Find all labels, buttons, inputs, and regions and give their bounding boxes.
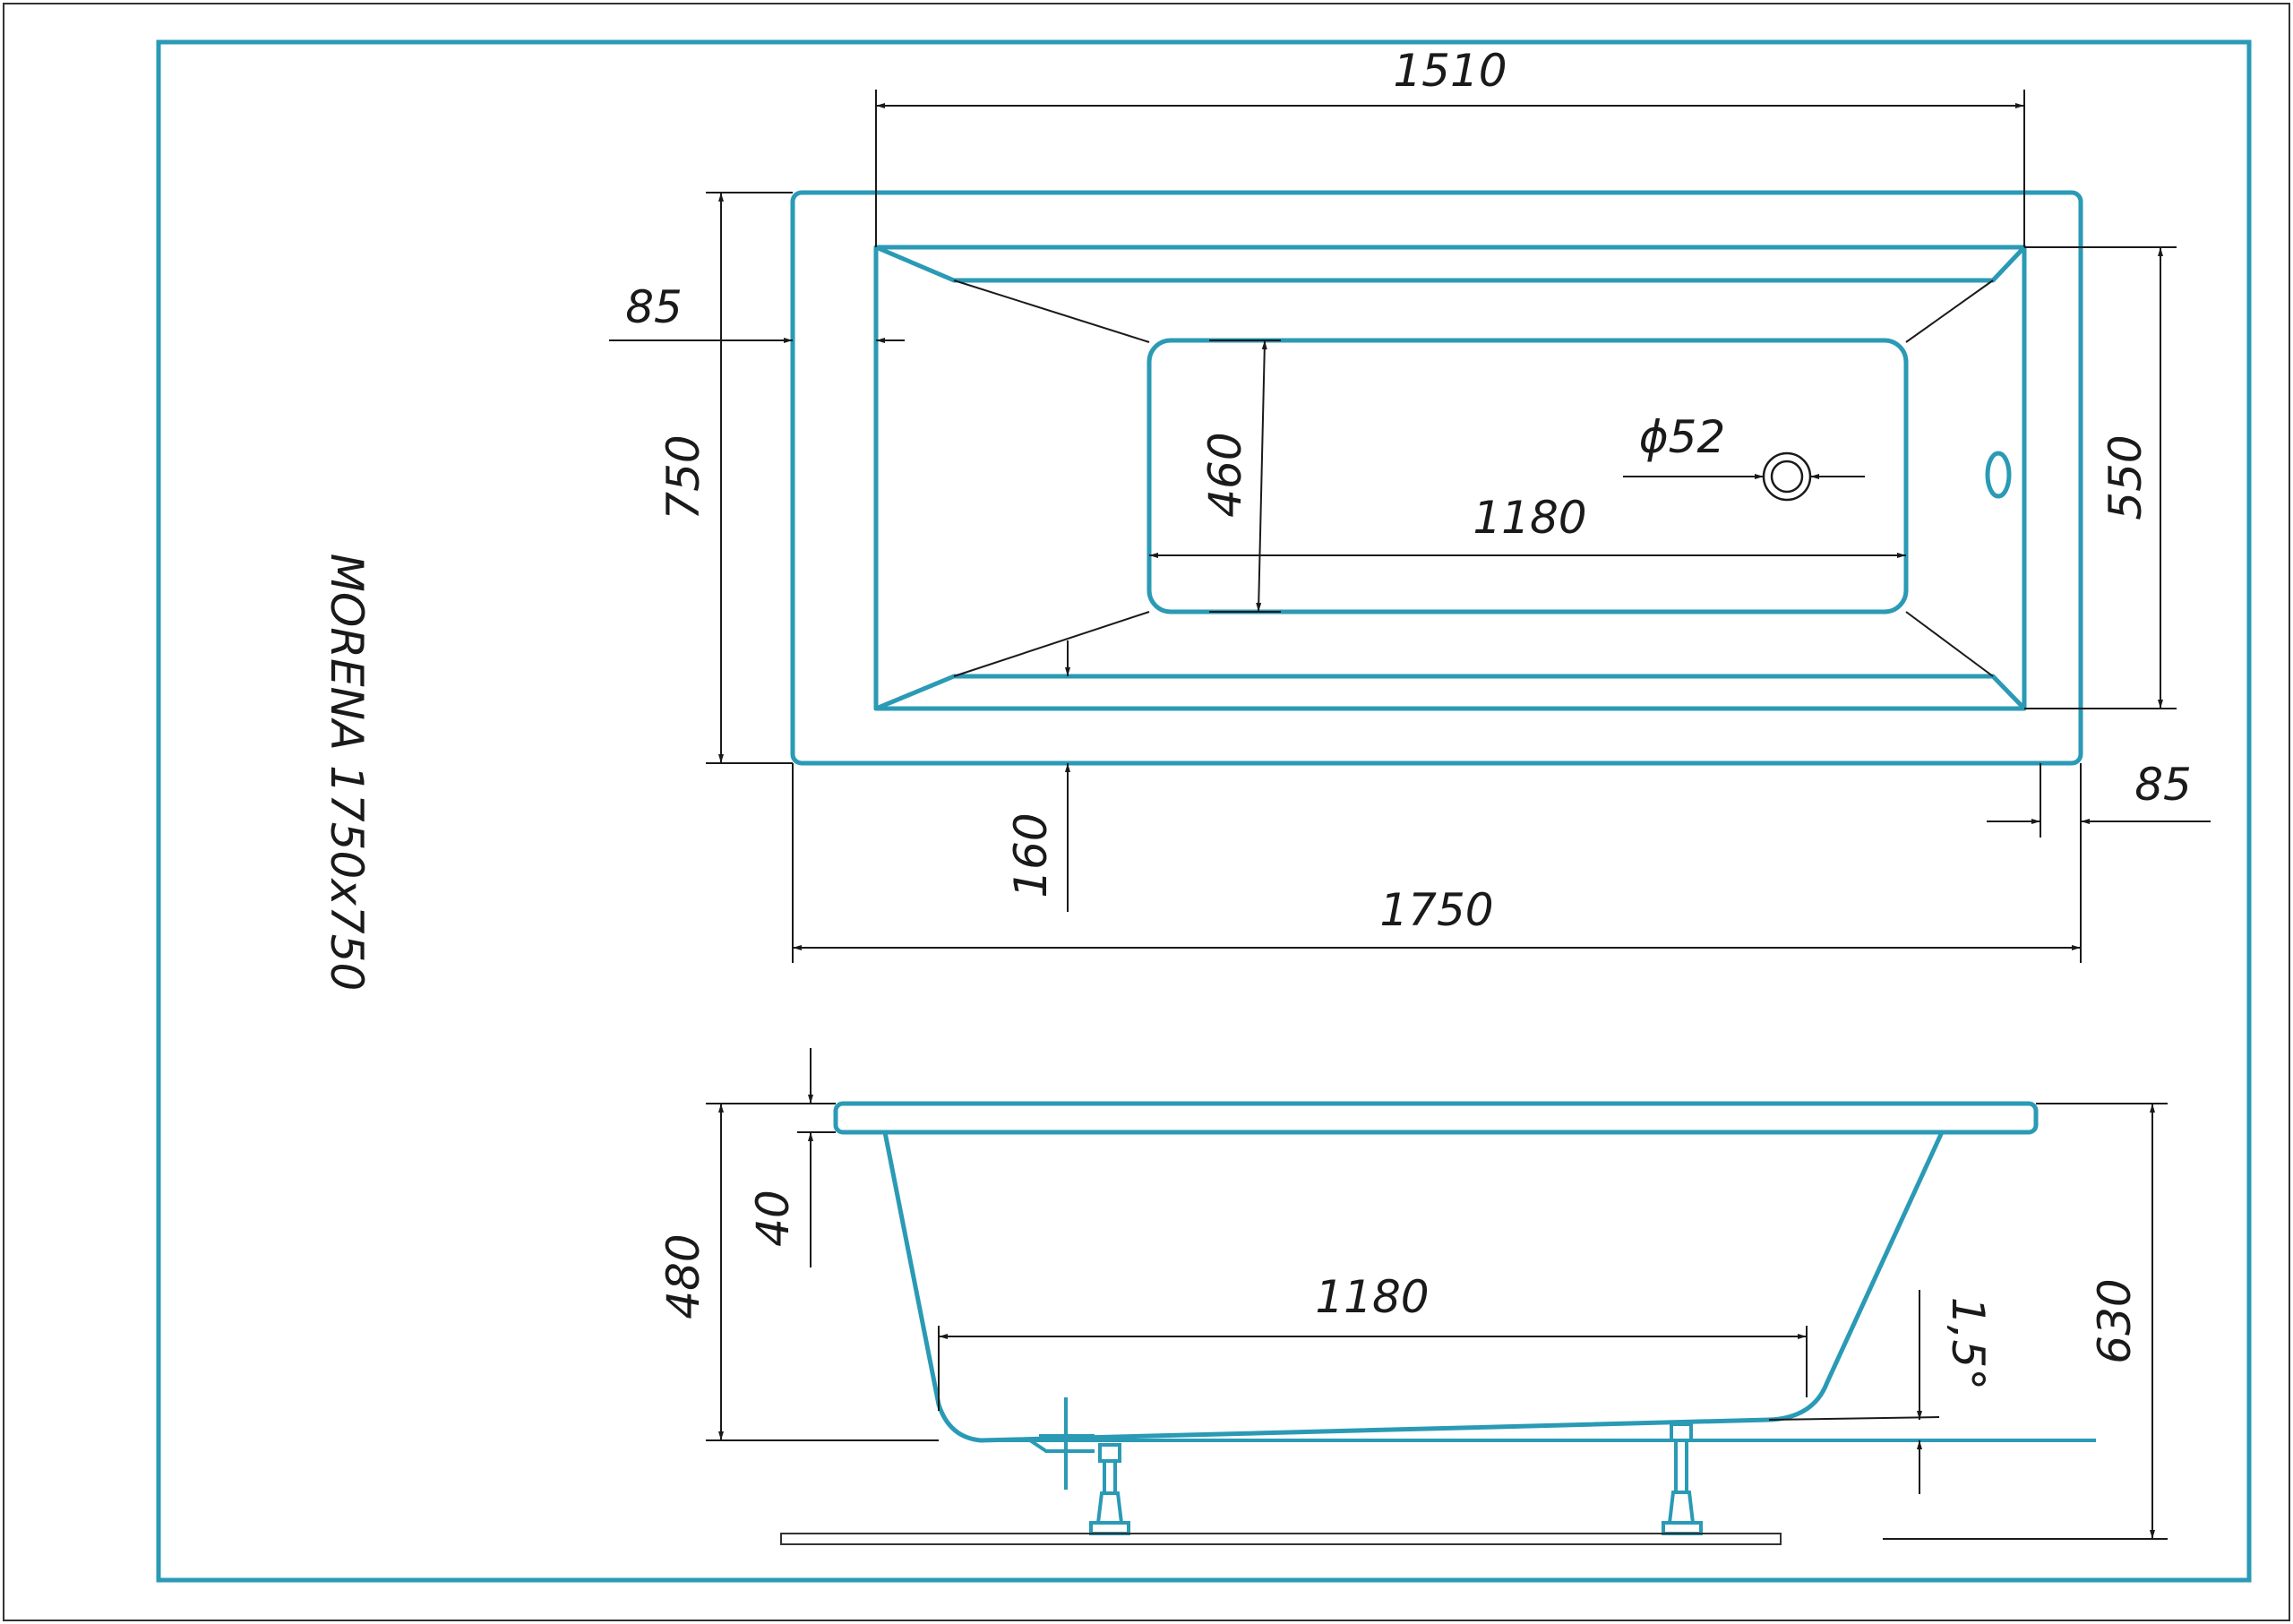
- dim-left-rim: 85: [609, 281, 905, 343]
- svg-text:85: 85: [2134, 759, 2192, 811]
- plan-tub-outline: [790, 190, 2083, 766]
- plan-view: 1510 85 750 550 460: [609, 45, 2211, 963]
- dim-total-height: 630: [1883, 1103, 2168, 1540]
- dim-overall-width: 750: [657, 192, 793, 764]
- svg-text:ϕ52: ϕ52: [1639, 411, 1726, 463]
- dim-drain-diameter: ϕ52: [1623, 411, 1865, 479]
- side-view: 40 480 1180 1,5° 630: [657, 1048, 2168, 1545]
- svg-text:1,5°: 1,5°: [1942, 1297, 1994, 1391]
- svg-text:630: 630: [2089, 1278, 2141, 1363]
- svg-text:1510: 1510: [1393, 45, 1507, 97]
- dim-bottom-width: 460: [1199, 339, 1281, 613]
- dim-overall-length: 1510: [875, 45, 2025, 247]
- svg-text:550: 550: [2100, 434, 2151, 520]
- svg-text:1180: 1180: [1315, 1271, 1429, 1323]
- drain-icon: [1762, 451, 1812, 502]
- svg-text:1180: 1180: [1473, 492, 1586, 544]
- dim-rim-thickness: 40: [706, 1048, 836, 1267]
- dim-end-offset: 160: [1005, 640, 1070, 912]
- svg-text:160: 160: [1005, 812, 1057, 898]
- dim-inner-width: 550: [2024, 246, 2177, 709]
- side-tub-outline: [833, 1101, 2039, 1443]
- dim-slope-angle: 1,5°: [1768, 1290, 1994, 1494]
- svg-text:480: 480: [657, 1233, 709, 1319]
- dim-bottom-length: 1180: [1149, 492, 1906, 558]
- product-title: MORENA 1750x750: [321, 554, 373, 992]
- dim-right-rim: 85: [1987, 759, 2211, 838]
- svg-text:40: 40: [747, 1190, 799, 1247]
- dim-outer-length: 1750: [792, 763, 2082, 963]
- svg-text:460: 460: [1199, 432, 1251, 517]
- outer-border: [3, 3, 2290, 1621]
- dim-side-bottom-length: 1180: [938, 1271, 1808, 1411]
- svg-text:85: 85: [625, 281, 683, 333]
- svg-text:1750: 1750: [1379, 884, 1493, 936]
- svg-text:750: 750: [657, 434, 709, 520]
- floor-plate: [780, 1533, 1782, 1545]
- drawing-frame: [156, 39, 2252, 1583]
- dim-depth: 480: [657, 1104, 939, 1441]
